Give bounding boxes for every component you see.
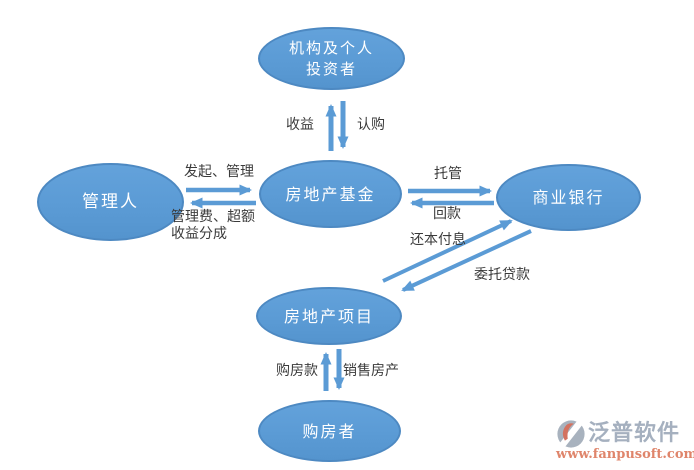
node-buyer-label: 购房者: [302, 421, 357, 441]
node-bank: 商业银行: [496, 164, 641, 231]
fanpu-brand-row: 泛普软件: [556, 419, 694, 449]
node-investors-label-line2: 投资者: [305, 59, 357, 78]
node-fund-label: 房地产基金: [285, 184, 376, 204]
node-bank-label: 商业银行: [532, 188, 605, 207]
node-project: 房地产项目: [256, 287, 402, 345]
arrow-principal-interest-to-bank: [382, 219, 513, 283]
edge-label-entrusted-loan: 委托贷款: [474, 267, 530, 283]
node-project-label: 房地产项目: [283, 306, 374, 326]
node-manager-label: 管理人: [82, 191, 139, 212]
edge-label-income: 收益: [286, 117, 314, 133]
node-fund: 房地产基金: [259, 160, 402, 228]
edge-label-custody: 托管: [434, 166, 462, 182]
edge-label-principal-and-interest: 还本付息: [410, 232, 466, 248]
edge-label-management-fee-line1: 管理费、超额: [171, 209, 255, 225]
edge-label-repayment: 回款: [433, 206, 461, 222]
edge-label-purchase-payment: 购房款: [276, 363, 318, 379]
fanpu-url-text: www.fanpusoft.com: [556, 447, 694, 462]
fanpu-watermark: 泛普软件 www.fanpusoft.com: [556, 419, 694, 462]
node-buyer: 购房者: [258, 400, 401, 462]
fanpu-brand-text: 泛普软件: [588, 421, 681, 446]
edge-label-management-fee-line2: 收益分成: [171, 226, 227, 242]
node-manager: 管理人: [37, 163, 184, 241]
edge-label-initiate-manage: 发起、管理: [184, 164, 254, 180]
node-investors: 机构及个人 投资者: [258, 27, 405, 90]
edge-label-sell-property: 销售房产: [343, 363, 399, 379]
fanpu-logo-icon: [556, 419, 586, 449]
node-investors-label-line1: 机构及个人: [288, 38, 374, 57]
arrow-entrusted-loan-to-project: [401, 229, 532, 292]
edge-label-subscription: 认购: [357, 117, 385, 133]
